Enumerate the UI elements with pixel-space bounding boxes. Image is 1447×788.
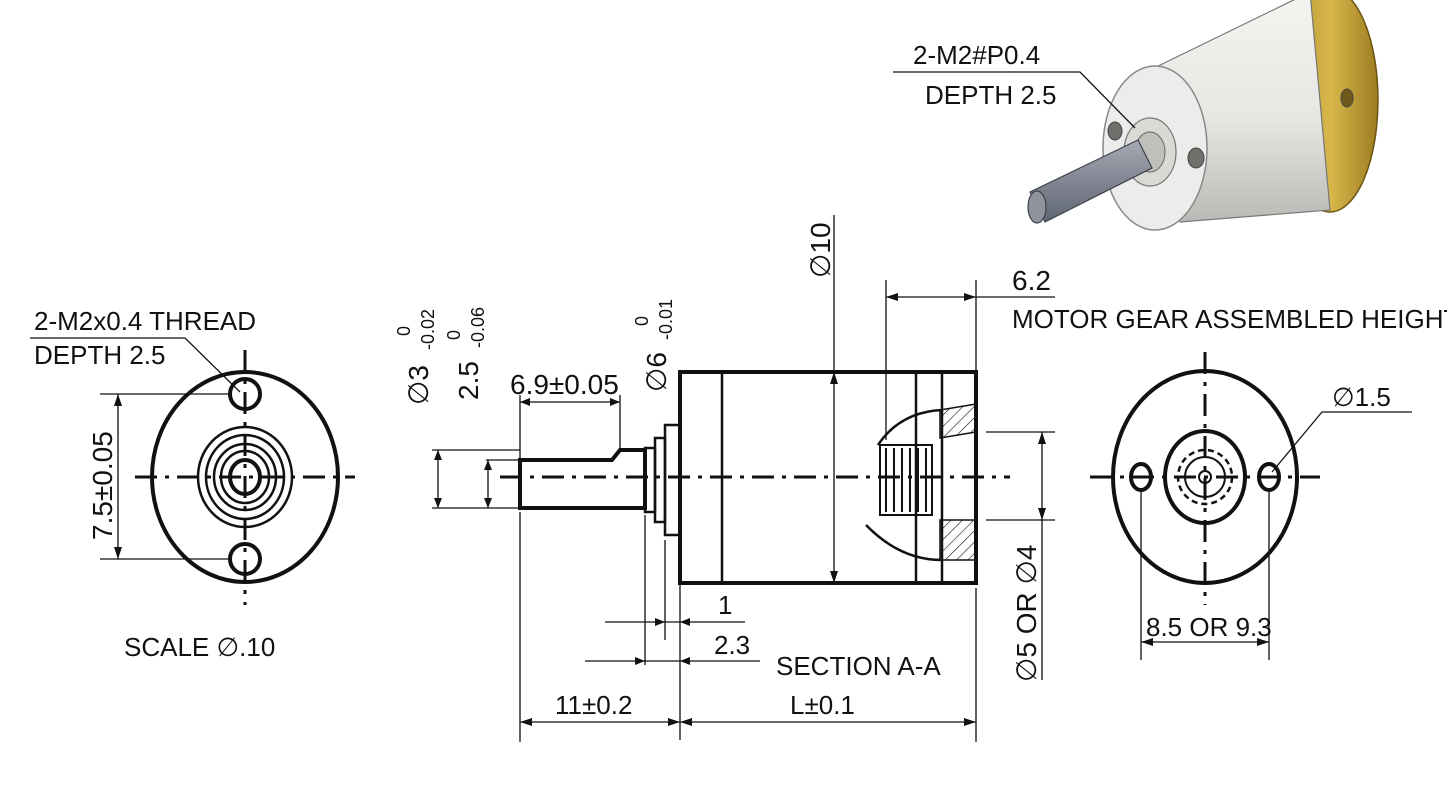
dim-boss-tol-lower: -0.01: [656, 299, 676, 340]
dim-shaft-dia: ∅3: [403, 365, 434, 405]
dim-shaft-tol-lower: -0.02: [418, 309, 438, 350]
dim-flat: 2.5: [453, 361, 484, 400]
right-view-dims: ∅1.5 8.5 OR 9.3: [1140, 382, 1412, 660]
right-end-view: [1090, 352, 1320, 605]
section-dims: ∅3 0 -0.02 2.5 0 -0.06 ∅6 0 -0.01 6.9±0.…: [394, 215, 1447, 742]
dim-shaft-tol-upper: 0: [394, 326, 414, 336]
dim-gear-height-value: 6.2: [1012, 265, 1051, 296]
iso-callout-line1: 2-M2#P0.4: [913, 40, 1040, 70]
dim-shaft-length: 11±0.2: [555, 690, 632, 720]
left-end-view: [135, 350, 355, 605]
dim-flat-length: 6.9±0.05: [510, 369, 619, 400]
iso-motor-render: [1027, 0, 1379, 231]
left-view-dims: 7.5±0.05 2-M2x0.4 THREAD DEPTH 2.5 SCALE…: [30, 306, 275, 662]
left-thread-callout-2: DEPTH 2.5: [34, 340, 166, 370]
scale-label: SCALE ∅.10: [124, 632, 275, 662]
dim-body-dia: ∅10: [805, 222, 836, 278]
dim-flat-tol-lower: -0.06: [468, 307, 488, 348]
iso-callout: 2-M2#P0.4 DEPTH 2.5: [893, 40, 1136, 129]
dim-pilot-dia: ∅5 OR ∅4: [1011, 545, 1042, 682]
right-hole-dia: ∅1.5: [1332, 382, 1391, 412]
dim-flat-tol-upper: 0: [444, 330, 464, 340]
dim-body-length: L±0.1: [790, 690, 855, 720]
left-thread-callout-1: 2-M2x0.4 THREAD: [34, 306, 256, 336]
dim-1: 1: [718, 590, 732, 620]
left-hole-spacing: 7.5±0.05: [87, 431, 118, 540]
section-view: [500, 370, 1010, 585]
dim-2-3: 2.3: [714, 630, 750, 660]
dim-boss-tol-upper: 0: [632, 316, 652, 326]
right-hole-spacing: 8.5 OR 9.3: [1146, 612, 1272, 642]
dim-boss-dia: ∅6: [641, 352, 672, 392]
section-label: SECTION A-A: [776, 651, 941, 681]
iso-callout-line2: DEPTH 2.5: [925, 80, 1057, 110]
dim-gear-height-label: MOTOR GEAR ASSEMBLED HEIGHT: [1012, 304, 1447, 334]
